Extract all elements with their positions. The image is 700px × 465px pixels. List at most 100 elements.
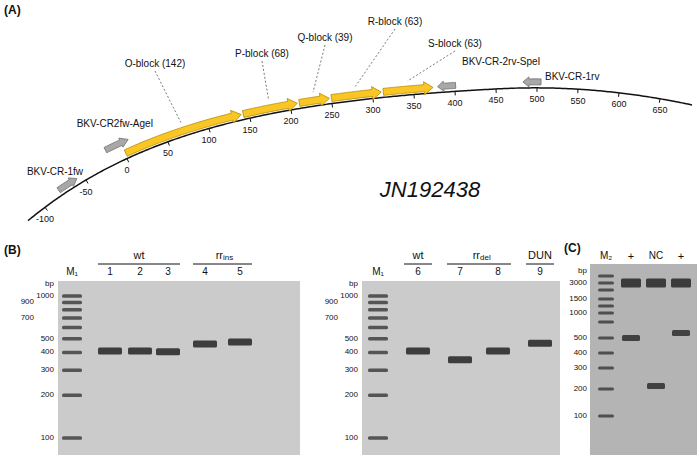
axis-tick-label: 250	[324, 111, 339, 120]
block-arrow	[299, 93, 330, 106]
gel-band	[193, 340, 217, 347]
ladder-size-label: 1000	[569, 309, 587, 317]
gel-band	[368, 301, 388, 305]
gel-band	[62, 337, 82, 341]
axis-tick	[209, 129, 210, 133]
gel-image	[590, 264, 697, 455]
group-subscript: del	[480, 254, 491, 262]
accession-label: JN192438	[380, 179, 480, 201]
gel-band	[368, 368, 388, 372]
gel-band	[646, 279, 666, 288]
ladder-size-label: 900	[325, 298, 338, 306]
group-bar	[526, 264, 554, 265]
axis-tick	[291, 110, 293, 114]
lane-label: M₁	[372, 267, 384, 277]
gel-band	[598, 298, 614, 301]
gel-band	[598, 282, 614, 285]
block-group	[124, 82, 433, 157]
group-label: wt	[134, 250, 145, 261]
axis-tick-label: 450	[488, 96, 503, 105]
panel-letter: (A)	[4, 4, 21, 16]
group-label: wt	[413, 250, 424, 261]
ladder-size-label: 300	[41, 366, 54, 374]
lane-label: 6	[415, 267, 421, 277]
gel-band	[598, 388, 614, 391]
gel-band	[598, 337, 614, 340]
primer-label: BKV-CR-2rv-SpeI	[462, 57, 540, 67]
ladder-size-label: 300	[345, 366, 358, 374]
panel-letter: (C)	[564, 242, 581, 254]
block-label: S-block (63)	[428, 39, 482, 49]
group-label: rr	[473, 250, 480, 261]
group-subscript: ins	[223, 254, 233, 262]
primer-label: BKV-CR2fw-AgeI	[77, 119, 154, 129]
gel-band	[598, 312, 614, 315]
gel-band	[368, 326, 388, 330]
gel-band	[368, 351, 388, 355]
gel-band	[62, 316, 82, 320]
axis-tick-label: 0	[124, 166, 129, 175]
ladder-size-label: 100	[345, 434, 358, 442]
ladder-size-label: 100	[574, 412, 587, 420]
unit-label: bp	[45, 280, 54, 288]
axis-tick	[536, 88, 537, 92]
axis-tick	[496, 89, 497, 93]
ladder-size-label: 1000	[340, 292, 358, 300]
primer-label: BKV-CR-1rv	[545, 72, 599, 82]
gel-band	[647, 383, 665, 389]
gel-band	[622, 335, 640, 341]
gel-band	[228, 338, 252, 345]
gel-band	[486, 347, 510, 354]
leader-line	[355, 29, 395, 86]
gel-band	[128, 347, 152, 354]
axis-tick-label: 350	[406, 102, 421, 111]
group-label: DUN	[528, 250, 552, 261]
unit-label: bp	[578, 267, 587, 275]
gel-band	[62, 294, 82, 298]
lane-label: +	[628, 251, 634, 262]
gel-band	[598, 367, 614, 370]
lane-label: NC	[649, 251, 663, 261]
block-label: Q-block (39)	[297, 33, 352, 43]
group-bar	[98, 264, 180, 265]
ladder-size-label: 3000	[569, 279, 587, 287]
axis-tick	[455, 91, 456, 95]
bar-group	[98, 264, 554, 265]
gel-band	[62, 368, 82, 372]
gel-band	[671, 279, 691, 288]
gel-band	[406, 347, 430, 354]
ladder-size-label: 200	[574, 385, 587, 393]
block-label: P-block (68)	[235, 49, 289, 59]
group-bar	[193, 264, 252, 265]
axis-tick	[577, 89, 578, 93]
block-label: R-block (63)	[368, 17, 422, 27]
axis-tick	[332, 104, 334, 108]
lane-label: 7	[457, 267, 463, 277]
axis-tick	[659, 99, 661, 103]
axis-tick-label: 550	[570, 97, 585, 106]
gel-band	[156, 348, 180, 355]
ladder-size-label: 1500	[569, 295, 587, 303]
block-arrow	[242, 98, 297, 117]
unit-label: bp	[349, 280, 358, 288]
gel-band	[598, 415, 614, 418]
lane-label: 3	[165, 267, 171, 277]
axis-tick-label: 650	[652, 106, 667, 115]
axis-tick-label: 200	[283, 117, 298, 126]
axis-tick	[618, 93, 619, 97]
leader-line	[155, 71, 181, 122]
axis-tick-label: 100	[201, 136, 216, 145]
gel-band	[598, 289, 614, 292]
leader-line	[313, 45, 325, 92]
gel-image	[58, 281, 300, 455]
ladder-size-label: 900	[21, 298, 34, 306]
gel-band	[598, 305, 614, 308]
axis-tick-label: 50	[163, 149, 173, 158]
primer-arrow	[104, 138, 128, 153]
leader-line	[262, 61, 269, 100]
group-bar	[447, 264, 511, 265]
ladder-size-label: 100	[41, 434, 54, 442]
primer-arrow	[57, 178, 77, 193]
gel-band	[62, 308, 82, 312]
